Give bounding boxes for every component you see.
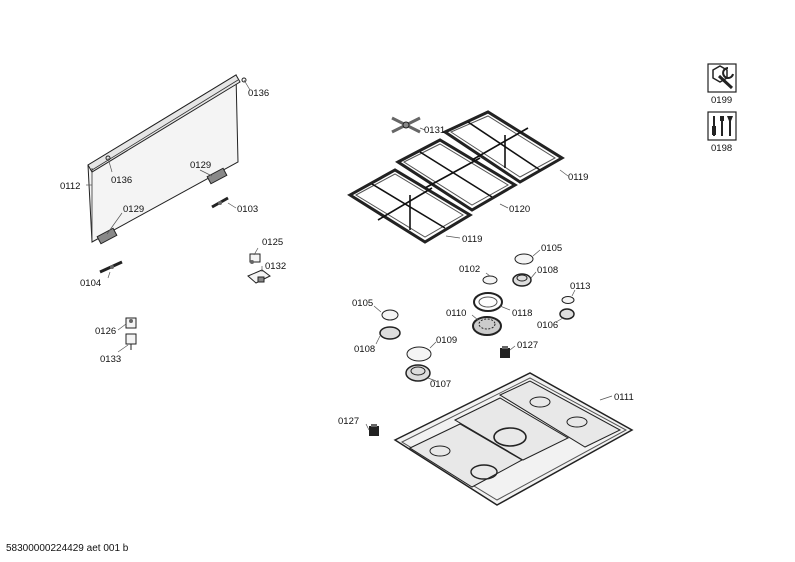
bracket-0132	[247, 269, 271, 284]
bracket-0125	[249, 253, 261, 264]
label-0118: 0118	[512, 308, 532, 319]
label-0106: 0106	[537, 320, 558, 331]
label-0127a: 0127	[517, 340, 538, 351]
label-0109: 0109	[436, 335, 457, 346]
burner-head-0110-wok	[472, 316, 502, 336]
tools-icon	[707, 111, 737, 141]
burner-cap-0109	[406, 346, 432, 362]
burner-ring-0118	[473, 292, 503, 312]
label-0127b: 0127	[338, 416, 359, 427]
label-0105b: 0105	[352, 298, 373, 309]
clip-0133	[125, 333, 137, 350]
glass-lid	[87, 74, 247, 245]
label-0108a: 0108	[537, 265, 558, 276]
drawing-number: 58300000224429 aet 001 b	[6, 543, 129, 554]
label-0113: 0113	[570, 281, 590, 292]
label-0126: 0126	[95, 326, 116, 337]
label-0111: 0111	[614, 392, 634, 403]
burner-head-0107	[405, 364, 431, 382]
grate-0119-right	[441, 110, 565, 184]
burner-cap-0113	[561, 296, 575, 304]
label-0107: 0107	[430, 379, 451, 390]
label-0105a: 0105	[541, 243, 562, 254]
label-0199: 0199	[711, 95, 732, 106]
clip-0126	[125, 317, 137, 329]
label-0119a: 0119	[568, 172, 588, 183]
label-0132: 0132	[265, 261, 286, 272]
hinge-pin-0103	[211, 196, 229, 209]
burner-head-0108-left	[379, 326, 401, 340]
label-0102: 0102	[459, 264, 480, 275]
wrench-icon	[707, 63, 737, 93]
label-0103: 0103	[237, 204, 258, 215]
label-0129b: 0129	[123, 204, 144, 215]
label-0120: 0120	[509, 204, 530, 215]
label-0136a: 0136	[248, 88, 269, 99]
label-0129a: 0129	[190, 160, 211, 171]
label-0108b: 0108	[354, 344, 375, 355]
burner-cap-0105-right	[514, 253, 534, 265]
hob-tray-0111	[393, 372, 634, 506]
leader-lines	[86, 79, 613, 431]
grate-0119-left	[347, 168, 473, 244]
burner-head-0106	[559, 308, 575, 320]
label-0136b: 0136	[111, 175, 132, 186]
label-0104: 0104	[80, 278, 101, 289]
label-0119b: 0119	[462, 234, 482, 245]
clip-0127-lower	[369, 424, 379, 436]
label-0110: 0110	[446, 308, 466, 319]
hinge-pin-0104	[99, 260, 123, 274]
burner-cap-0102	[482, 275, 498, 285]
grate-0120-middle	[395, 138, 518, 212]
label-0198: 0198	[711, 143, 732, 154]
label-0131: 0131	[424, 125, 445, 136]
label-0125: 0125	[262, 237, 283, 248]
burner-cap-0105-left	[381, 309, 399, 321]
clip-0127-upper	[500, 346, 510, 358]
part-labels: 0136 0136 0112 0129 0129 0103 0125 0132 …	[60, 88, 634, 427]
label-0112: 0112	[60, 181, 80, 192]
burner-head-0108-right	[512, 273, 532, 287]
label-0133: 0133	[100, 354, 121, 365]
wok-ring-0131	[391, 116, 421, 134]
